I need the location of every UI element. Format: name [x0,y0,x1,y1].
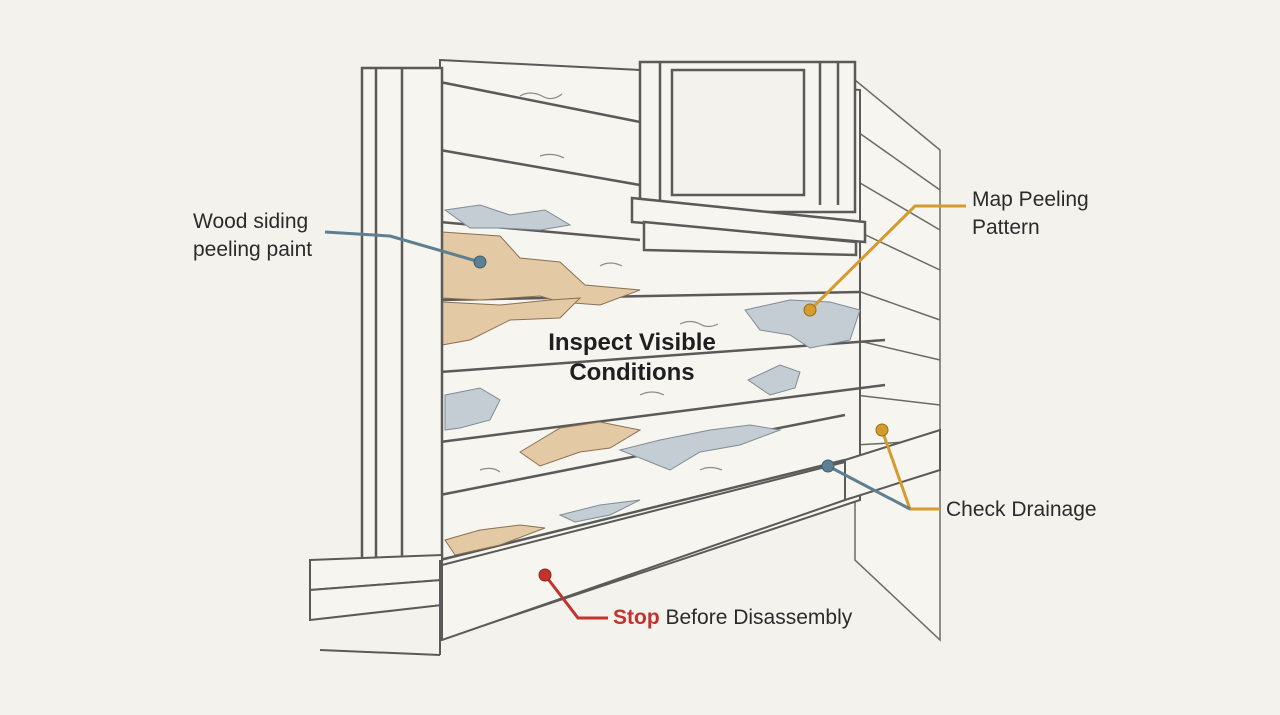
base-boards [309,428,941,656]
siding-boards [439,80,886,562]
callout-stop [538,568,608,620]
center-title: Inspect Visible Conditions [532,328,732,388]
callout-check-drainage [821,423,940,511]
label-wood-siding: Wood siding peeling paint [193,208,312,264]
label-stop-before-disassembly: Stop Before Disassembly [613,604,852,632]
label-stop-word: Stop [613,606,660,629]
label-map-peeling-line2: Pattern [972,216,1040,239]
corner-trim [360,66,444,562]
primer-patches [443,204,861,523]
label-map-peeling-line1: Map Peeling [972,188,1089,211]
label-wood-siding-line2: peeling paint [193,238,313,261]
label-wood-siding-line1: Wood siding [193,210,309,233]
label-check-drainage: Check Drainage [946,498,1097,521]
peeling-strokes [479,92,723,473]
center-title-line2: Conditions [569,359,695,386]
window [638,60,857,214]
exposed-wood-patches [441,231,642,556]
callout-map-peeling [803,204,966,317]
window-sill [630,196,867,257]
label-stop-rest: Before Disassembly [665,606,853,629]
side-wall [854,78,941,642]
callout-wood-siding [324,230,487,269]
label-map-peeling: Map Peeling Pattern [972,186,1089,242]
center-title-line1: Inspect Visible [548,329,716,356]
